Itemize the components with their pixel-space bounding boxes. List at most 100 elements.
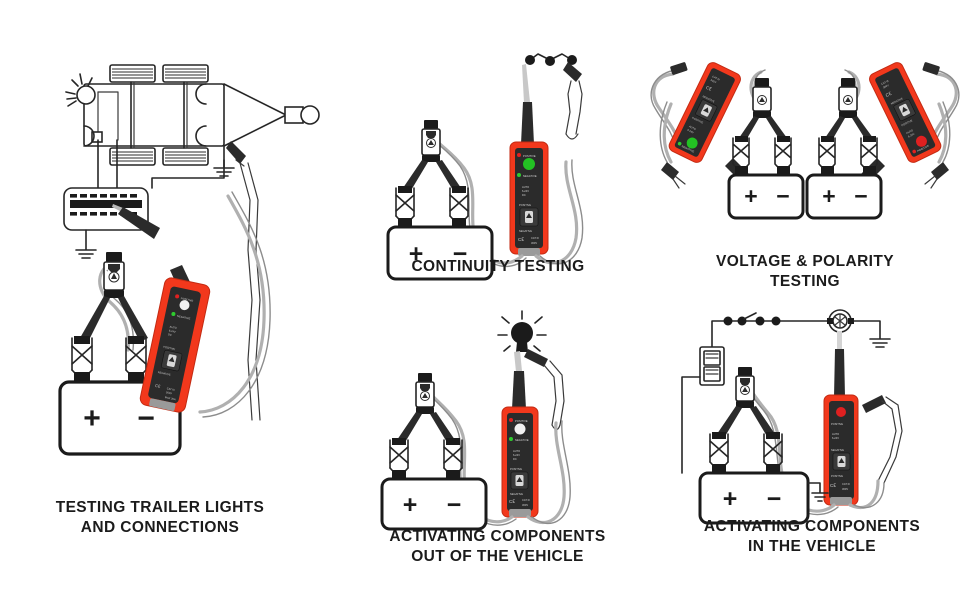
svg-text:Cℇ: Cℇ	[509, 499, 515, 504]
svg-text:300V: 300V	[522, 503, 528, 507]
circuit-tester-device-trailer[interactable]: POSITIVE NEGATIVE AUTO 6-24V DC POSITIVE…	[139, 265, 211, 413]
battery-negative-label: −	[776, 183, 789, 209]
battery-activating-in: + −	[698, 471, 829, 525]
circuit-tester-device-activating-out[interactable]: POSITIVE NEGATIVE AUTO 6-24V DC POSITIVE…	[501, 406, 539, 518]
svg-text:6-24V: 6-24V	[907, 132, 915, 139]
svg-text:CAT III: CAT III	[166, 386, 175, 392]
svg-text:NEGATIVE: NEGATIVE	[681, 144, 695, 154]
svg-text:300V: 300V	[531, 241, 537, 245]
voltage-tester-right[interactable]: CAT III 300V Cℇ NEGATIVE POSITIVE AUTO 6…	[841, 61, 960, 202]
battery-positive-label: +	[723, 485, 738, 513]
panel-voltage-polarity-testing: CAT III 300V Cℇ NEGATIVE POSITIVE AUTO 6…	[645, 42, 965, 290]
svg-text:POSITIVE: POSITIVE	[831, 474, 843, 478]
device-positive-label: POSITIVE	[515, 419, 528, 423]
svg-text:Cℇ: Cℇ	[518, 237, 524, 242]
circuit-tester-device-continuity[interactable]: POSITIVE NEGATIVE AUTO 6-24V DC POSITIVE…	[509, 141, 549, 256]
light-bulb-icon	[497, 310, 547, 352]
inline-fuse-adapter-in	[735, 367, 755, 408]
probe-rod-in-vehicle	[834, 331, 845, 397]
svg-text:DC: DC	[513, 457, 517, 461]
svg-text:AUTO: AUTO	[832, 432, 839, 436]
svg-text:AUTO: AUTO	[688, 124, 696, 131]
battery-clamp-leads	[80, 296, 148, 342]
alligator-clamp-negative	[125, 336, 147, 382]
device-negative-label: NEGATIVE	[515, 438, 529, 442]
svg-text:6-24V: 6-24V	[513, 453, 520, 457]
battery-clamp-leads-in	[717, 406, 775, 438]
probe-tip-continuity	[521, 64, 534, 144]
led-white-indicator	[514, 423, 526, 435]
svg-text:Cℇ: Cℇ	[155, 383, 162, 389]
battery-activating-out: + −	[380, 477, 488, 531]
battery-continuity: + −	[386, 225, 494, 281]
svg-text:CAT III: CAT III	[522, 498, 530, 502]
battery-negative-label: −	[447, 491, 462, 519]
battery-voltage-right: + −	[805, 173, 883, 220]
device-output-cable	[198, 191, 271, 418]
svg-text:NEGATIVE: NEGATIVE	[519, 229, 532, 233]
battery-voltage-left: + −	[727, 173, 805, 220]
caption-activating-components-in: ACTIVATING COMPONENTS IN THE VEHICLE	[703, 518, 921, 555]
svg-text:POSITIVE: POSITIVE	[831, 422, 843, 426]
svg-text:NEGATIVE: NEGATIVE	[158, 370, 172, 377]
inline-fuse-adapter-continuity	[421, 120, 441, 162]
svg-text:CAT III: CAT III	[531, 236, 539, 240]
motor-symbol	[827, 309, 854, 333]
fuse-box	[681, 346, 725, 474]
svg-text:300V: 300V	[882, 83, 889, 89]
circuit-tester-device-in-vehicle[interactable]: POSITIVE AUTO 6-24V NEGATIVE POSITIVE Cℇ…	[823, 394, 859, 506]
svg-text:DC: DC	[168, 332, 173, 337]
svg-text:300V: 300V	[166, 390, 173, 395]
svg-text:NEGATIVE: NEGATIVE	[510, 492, 523, 496]
probe-tip-activating-out	[512, 351, 526, 409]
svg-text:AUTO: AUTO	[905, 128, 913, 135]
alligator-clamp-positive	[71, 336, 93, 382]
led-green-indicator	[523, 158, 535, 170]
svg-text:+: +	[106, 268, 109, 273]
alligator-clip-continuity	[563, 62, 583, 140]
panel-activating-components-in: POSITIVE AUTO 6-24V NEGATIVE POSITIVE Cℇ…	[672, 305, 952, 555]
continuity-terminal-beads	[525, 53, 577, 66]
led-red-indicator	[915, 135, 927, 147]
led-green-indicator	[686, 137, 698, 149]
battery-negative-label: −	[767, 485, 782, 513]
trailer-body	[83, 83, 320, 147]
inline-fuse-adapter-out	[415, 373, 435, 414]
alligator-clamp-negative	[443, 438, 463, 479]
panel-continuity-testing: POSITIVE NEGATIVE AUTO 6-24V DC POSITIVE…	[386, 42, 616, 281]
alligator-clip-frame	[226, 141, 261, 421]
svg-text:AUTO: AUTO	[513, 449, 520, 453]
switch-blade	[743, 312, 757, 320]
svg-text:300V: 300V	[710, 78, 717, 84]
continuity-cables	[429, 135, 584, 268]
svg-text:NEGATIVE: NEGATIVE	[702, 94, 716, 103]
battery-clamp-leads-out	[397, 412, 455, 444]
svg-text:POSITIVE: POSITIVE	[519, 203, 531, 207]
battery-positive-label: +	[409, 240, 424, 268]
battery-positive-label: +	[403, 491, 418, 519]
alligator-clip-in-vehicle	[862, 395, 903, 484]
caption-voltage-polarity-testing: VOLTAGE & POLARITY TESTING	[716, 253, 894, 290]
alligator-clamp-negative	[763, 432, 783, 473]
svg-text:300V: 300V	[842, 487, 848, 491]
device-positive-label: POSITIVE	[523, 154, 536, 158]
battery-negative-label: −	[137, 402, 155, 435]
svg-text:6-24V: 6-24V	[832, 436, 839, 440]
svg-text:NEGATIVE: NEGATIVE	[890, 96, 904, 105]
trailer-lamp	[65, 73, 96, 107]
battery-negative-label: −	[854, 183, 867, 209]
caption-continuity-testing: CONTINUITY TESTING	[411, 258, 585, 275]
svg-text:MAX 20A: MAX 20A	[165, 395, 177, 401]
alligator-clamp-positive	[389, 438, 409, 479]
svg-text:6-24V: 6-24V	[522, 189, 529, 193]
svg-text:NEGATIVE: NEGATIVE	[831, 448, 844, 452]
svg-text:DC: DC	[522, 193, 526, 197]
svg-text:AUTO: AUTO	[169, 325, 177, 330]
svg-text:CAT III: CAT III	[842, 482, 850, 486]
svg-text:POSITIVE: POSITIVE	[163, 345, 176, 351]
svg-text:6-24V: 6-24V	[168, 328, 176, 333]
svg-text:POSITIVE: POSITIVE	[510, 467, 522, 471]
panel-testing-trailer-lights: +	[0, 0, 340, 536]
panel-activating-components-out: POSITIVE NEGATIVE AUTO 6-24V DC POSITIVE…	[378, 305, 618, 565]
